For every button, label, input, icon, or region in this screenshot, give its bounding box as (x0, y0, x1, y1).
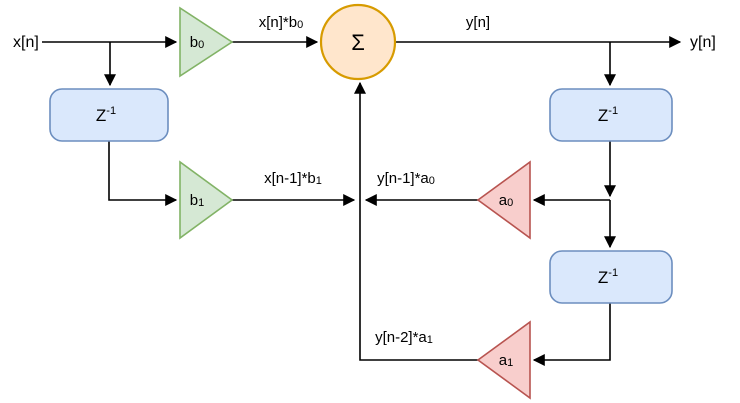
input-label: x[n] (13, 34, 39, 51)
gain-a1-label: a1 (499, 352, 513, 369)
delay-y1-base: Z (598, 106, 608, 125)
signal-ya1-sub: 1 (427, 334, 433, 346)
gain-a0-sub: 0 (507, 197, 513, 209)
gain-b0-label: b0 (190, 34, 204, 51)
wires (42, 36, 682, 366)
signal-ya1-main: y[n-2]*a (375, 329, 427, 346)
gain-a0-shape (476, 160, 531, 240)
delay-x-base: Z (96, 106, 106, 125)
signal-ya0-sub: 0 (429, 175, 435, 187)
gain-b0-sub: 0 (198, 39, 204, 51)
gain-a1-shape (476, 320, 531, 400)
signal-ya1-label: y[n-2]*a1 (375, 329, 433, 346)
output-wire-label: y[n] (466, 14, 490, 31)
sum-symbol: Σ (351, 30, 365, 55)
delay-y1-block (549, 88, 673, 142)
signal-xb1-main: x[n-1]*b (264, 170, 316, 187)
delay-y2-label: Z-1 (598, 267, 618, 287)
gain-b0-base: b (190, 34, 198, 51)
gain-b1-shape (179, 160, 234, 240)
signal-xb0-sub: 0 (297, 19, 303, 31)
delay-x-block (49, 88, 169, 142)
gain-a0-base: a (499, 192, 508, 209)
gain-b0-shape (179, 6, 234, 78)
gain-a1-base: a (499, 352, 508, 369)
sum-node (319, 3, 397, 81)
delay-y2-block (549, 250, 673, 304)
gain-a0-label: a0 (499, 192, 513, 209)
signal-xb1-label: x[n-1]*b1 (264, 170, 322, 187)
wire-a1-to-junction (359, 200, 478, 361)
delay-x-label: Z-1 (96, 105, 116, 125)
gain-a1-sub: 1 (507, 357, 513, 369)
signal-xb1-sub: 1 (316, 175, 322, 187)
delay-x-exp: -1 (106, 105, 116, 117)
output-label: y[n] (690, 34, 716, 51)
signal-ya0-label: y[n-1]*a0 (377, 170, 435, 187)
wire-delay-x-to-b1 (108, 141, 178, 206)
wire-delay-y2-to-a1 (532, 303, 611, 366)
signal-xb0-label: x[n]*b0 (259, 14, 303, 31)
delay-y1-label: Z-1 (598, 105, 618, 125)
gain-b1-label: b1 (190, 192, 204, 209)
delay-y2-base: Z (598, 268, 608, 287)
gain-b1-base: b (190, 192, 198, 209)
delay-y1-exp: -1 (608, 105, 618, 117)
gain-b1-sub: 1 (198, 197, 204, 209)
delay-y2-exp: -1 (608, 267, 618, 279)
signal-ya0-main: y[n-1]*a (377, 170, 429, 187)
signal-xb0-main: x[n]*b (259, 14, 297, 31)
